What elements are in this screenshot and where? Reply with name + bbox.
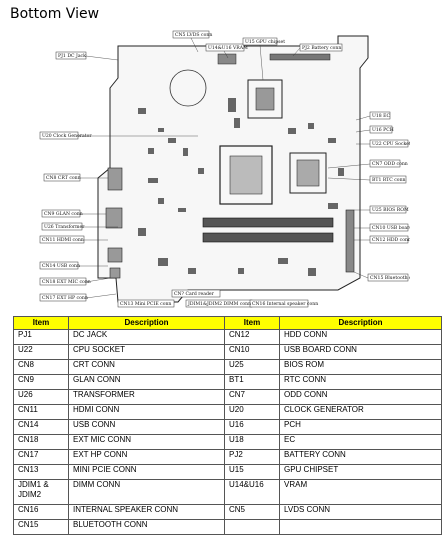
component-callout: U16 PCH	[372, 127, 394, 133]
description-cell: BIOS ROM	[279, 359, 442, 375]
item-cell: CN17	[13, 449, 69, 465]
header-item: Item	[224, 316, 280, 330]
component-callout: CN5 LVDS conn	[175, 32, 212, 38]
description-cell: HDMI CONN	[68, 404, 225, 420]
component-callout: CN15 Bluetooth conn	[370, 275, 410, 281]
description-cell: PCH	[279, 419, 442, 435]
description-cell: CPU SOCKET	[68, 344, 225, 360]
component-callout: CN14 USB conn	[42, 263, 80, 269]
description-cell: BATTERY CONN	[279, 449, 442, 465]
description-cell: RTC CONN	[279, 374, 442, 390]
item-cell: CN7	[224, 389, 280, 405]
item-cell: U25	[224, 359, 280, 375]
item-cell: U15	[224, 464, 280, 480]
component-callout: JDIM1&JDIM2 DIMM conn	[187, 301, 251, 307]
item-cell	[224, 519, 280, 535]
item-cell: PJ2	[224, 449, 280, 465]
description-cell: VRAM	[279, 479, 442, 505]
description-cell	[279, 519, 442, 535]
component-callout: PJ1 DC Jack	[58, 53, 86, 59]
item-cell: U18	[224, 434, 280, 450]
header-item: Item	[13, 316, 69, 330]
component-callout: CN7 ODD conn	[372, 161, 408, 167]
component-callout: CN13 Mini PCIE conn	[120, 301, 171, 307]
component-callout: U26 Transformer	[44, 224, 85, 230]
description-cell: EC	[279, 434, 442, 450]
description-cell: CLOCK GENERATOR	[279, 404, 442, 420]
description-cell: BLUETOOTH CONN	[68, 519, 225, 535]
component-callout: CN11 HDMI conn	[42, 237, 84, 243]
item-cell: CN9	[13, 374, 69, 390]
item-cell: BT1	[224, 374, 280, 390]
table-header-row: Item Description Item Description	[13, 316, 442, 330]
description-cell: USB CONN	[68, 419, 225, 435]
item-cell: U22	[13, 344, 69, 360]
description-cell: TRANSFORMER	[68, 389, 225, 405]
description-cell: GLAN CONN	[68, 374, 225, 390]
page-title: Bottom View	[10, 6, 100, 22]
description-cell: ODD CONN	[279, 389, 442, 405]
header-description: Description	[279, 316, 442, 330]
item-cell: CN12	[224, 329, 280, 345]
component-callout: CN17 EXT HP conn	[42, 295, 88, 301]
item-cell: CN18	[13, 434, 69, 450]
item-cell: U26	[13, 389, 69, 405]
component-callout: CN12 HDD conn	[372, 237, 410, 243]
component-callout: CN8 CRT conn	[46, 175, 81, 181]
component-callout: U18 EC	[372, 113, 391, 119]
component-callout: CN10 USB board conn	[372, 225, 410, 231]
description-cell: EXT HP CONN	[68, 449, 225, 465]
description-cell: DC JACK	[68, 329, 225, 345]
item-cell: CN13	[13, 464, 69, 480]
component-callout: CN16 Internal speaker conn	[252, 301, 318, 307]
item-cell: CN8	[13, 359, 69, 375]
description-cell: CRT CONN	[68, 359, 225, 375]
item-cell: CN14	[13, 419, 69, 435]
description-cell: DIMM CONN	[68, 479, 225, 505]
header-description: Description	[68, 316, 225, 330]
item-cell: CN15	[13, 519, 69, 535]
description-cell: LVDS CONN	[279, 504, 442, 520]
component-callout: U15 GPU chipset	[245, 39, 285, 45]
description-cell: USB BOARD CONN	[279, 344, 442, 360]
component-callout: BT1 RTC conn	[372, 177, 406, 183]
description-cell: EXT MIC CONN	[68, 434, 225, 450]
component-callout: CN9 GLAN conn	[44, 211, 83, 217]
item-cell: CN5	[224, 504, 280, 520]
component-callout: CN? Card reader	[174, 291, 215, 297]
component-callout: U20 Clock Generator	[42, 133, 92, 139]
description-cell: INTERNAL SPEAKER CONN	[68, 504, 225, 520]
item-cell: CN11	[13, 404, 69, 420]
item-cell: CN10	[224, 344, 280, 360]
component-callout: CN18 EXT MIC conn	[42, 279, 91, 285]
description-cell: HDD CONN	[279, 329, 442, 345]
component-callout: PJ2 Battery conn	[302, 45, 341, 51]
item-cell: CN16	[13, 504, 69, 520]
item-cell: U16	[224, 419, 280, 435]
item-cell: PJ1	[13, 329, 69, 345]
item-cell: U14&U16	[224, 479, 280, 505]
description-cell: GPU CHIPSET	[279, 464, 442, 480]
component-callout: U14&U16 VRAM	[208, 45, 248, 51]
component-callout: U22 CPU Socket	[372, 141, 410, 147]
item-cell: JDIM1 & JDIM2	[13, 479, 69, 505]
component-callout: U25 BIOS ROM	[372, 207, 409, 213]
item-cell: U20	[224, 404, 280, 420]
description-cell: MINI PCIE CONN	[68, 464, 225, 480]
